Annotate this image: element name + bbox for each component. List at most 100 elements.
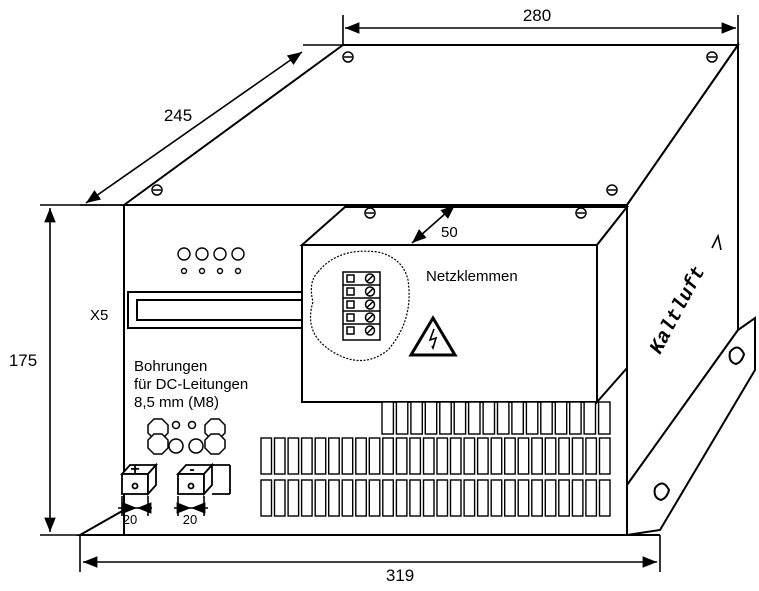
- vent-slot: [598, 437, 611, 475]
- dim-20-right-label: 20: [183, 512, 197, 527]
- dim-50-line: [411, 204, 456, 244]
- vent-slot: [314, 437, 327, 475]
- vent-slot: [511, 401, 524, 435]
- vent-slot: [540, 401, 553, 435]
- vent-slot: [328, 437, 340, 475]
- led-small-icon: [234, 267, 242, 275]
- vent-slot: [482, 401, 496, 435]
- vent-slot: [381, 401, 395, 435]
- led-icon: [213, 247, 227, 261]
- vent-slot: [436, 437, 449, 475]
- vent-slot: [260, 437, 273, 475]
- vent-slot: [300, 437, 313, 475]
- vent-slot: [422, 479, 435, 517]
- x5-label: X5: [90, 307, 108, 324]
- vent-slot: [531, 437, 543, 475]
- flange-slot-lower: [653, 482, 671, 502]
- led-small-icon: [216, 267, 224, 275]
- vent-slot: [571, 479, 584, 517]
- x5-connector: [127, 291, 303, 329]
- vent-slot: [328, 479, 340, 517]
- vent-slot: [368, 479, 381, 517]
- vent-slot: [585, 437, 598, 475]
- led-small-icon: [198, 267, 206, 275]
- holes-label-line2: für DC-Leitungen: [134, 376, 248, 393]
- flange-slots: [653, 346, 746, 502]
- right-flange: [626, 316, 756, 537]
- vent-slot: [571, 437, 584, 475]
- plus-label: +: [130, 461, 139, 478]
- vent-slot: [463, 437, 476, 475]
- vent-slot: [467, 401, 481, 435]
- dimension-lines: [40, 15, 739, 572]
- vent-slot: [476, 479, 489, 517]
- vent-slot: [395, 437, 408, 475]
- vent-slot: [496, 401, 510, 435]
- vent-slot: [544, 437, 557, 475]
- holes-label-line1: Bohrungen: [134, 358, 207, 375]
- dim-50-label: 50: [441, 224, 458, 241]
- holes-label-line3: 8,5 mm (M8): [134, 394, 219, 411]
- vent-slot: [410, 401, 423, 435]
- vent-slot: [504, 437, 516, 475]
- terminal-box-screws: [364, 207, 587, 219]
- vent-slot: [314, 479, 327, 517]
- dim-319-label: 319: [386, 566, 414, 585]
- hole-icon: [168, 438, 184, 454]
- vent-slot: [436, 479, 449, 517]
- hole-icon: [187, 420, 197, 430]
- led-icon: [177, 247, 191, 261]
- lightning-warning-icon: [408, 315, 458, 357]
- vent-slot: [531, 479, 543, 517]
- minus-label: -: [189, 461, 194, 478]
- vent-slot: [422, 437, 435, 475]
- vent-slot: [490, 437, 503, 475]
- vent-slot: [355, 437, 367, 475]
- vent-slot: [300, 479, 313, 517]
- bottom-flange-left: [76, 508, 125, 536]
- netzklemmen-label: Netzklemmen: [426, 268, 518, 285]
- dc-holes: [147, 418, 226, 455]
- vent-slot: [287, 479, 300, 517]
- vent-slot: [409, 479, 422, 517]
- vent-slot: [287, 437, 300, 475]
- vent-slot: [368, 437, 381, 475]
- led-small-icon: [180, 267, 188, 275]
- led-indicators: [177, 247, 245, 275]
- vent-slot: [382, 437, 394, 475]
- vent-slot: [490, 479, 503, 517]
- vent-slot: [554, 401, 568, 435]
- dim-20-left-label: 20: [123, 512, 137, 527]
- terminal-block: [342, 271, 381, 341]
- vent-slot: [544, 479, 557, 517]
- vent-slot: [449, 437, 462, 475]
- vent-slot: [558, 437, 570, 475]
- vent-slot: [395, 401, 409, 435]
- vent-slot: [260, 479, 273, 517]
- vent-slot: [525, 401, 539, 435]
- vent-slot: [341, 437, 354, 475]
- dim-280-label: 280: [523, 6, 551, 25]
- airflow-arrow-icon: [711, 233, 722, 251]
- vent-slot: [382, 479, 394, 517]
- vent-slot: [476, 437, 489, 475]
- dim-175-label: 175: [9, 351, 37, 370]
- vent-slot: [517, 437, 530, 475]
- vent-slot: [517, 479, 530, 517]
- led-icon: [231, 247, 245, 261]
- hole-icon: [171, 420, 181, 430]
- vent-slot: [569, 401, 582, 435]
- vent-slot: [341, 479, 354, 517]
- vent-slot: [585, 479, 598, 517]
- vent-slot: [449, 479, 462, 517]
- vent-slots: [260, 401, 611, 517]
- hex-nut-icon: [147, 433, 169, 455]
- hole-icon: [188, 438, 204, 454]
- vent-slot: [273, 437, 286, 475]
- vent-slot: [583, 401, 597, 435]
- vent-slot: [424, 401, 438, 435]
- led-icon: [195, 247, 209, 261]
- vent-slot: [558, 479, 570, 517]
